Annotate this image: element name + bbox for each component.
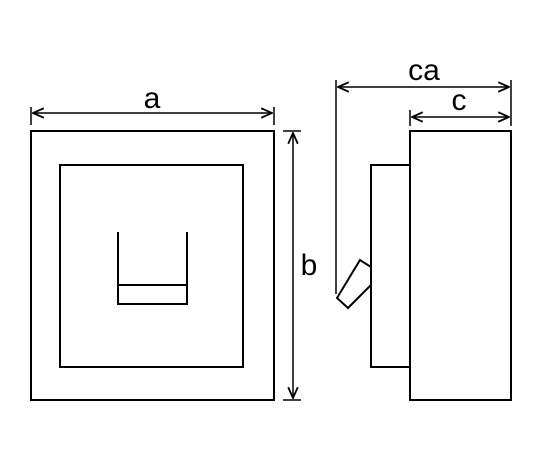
side-rocker xyxy=(335,258,372,310)
dimension-ca-label: ca xyxy=(408,54,440,87)
dimension-ca: ca xyxy=(335,54,512,294)
switch-rocker xyxy=(117,232,188,305)
dimension-c-label: c xyxy=(452,84,467,117)
side-body xyxy=(409,130,512,401)
dimension-a: a xyxy=(30,82,275,125)
side-view xyxy=(335,130,512,401)
dimension-b-label: b xyxy=(301,249,318,282)
dimension-c: c xyxy=(409,84,509,126)
outer-frame xyxy=(30,130,275,401)
dimension-b: b xyxy=(283,130,318,401)
front-view xyxy=(30,130,275,401)
side-plate xyxy=(370,164,411,368)
dimension-a-label: a xyxy=(144,82,161,115)
inner-plate xyxy=(59,164,244,368)
